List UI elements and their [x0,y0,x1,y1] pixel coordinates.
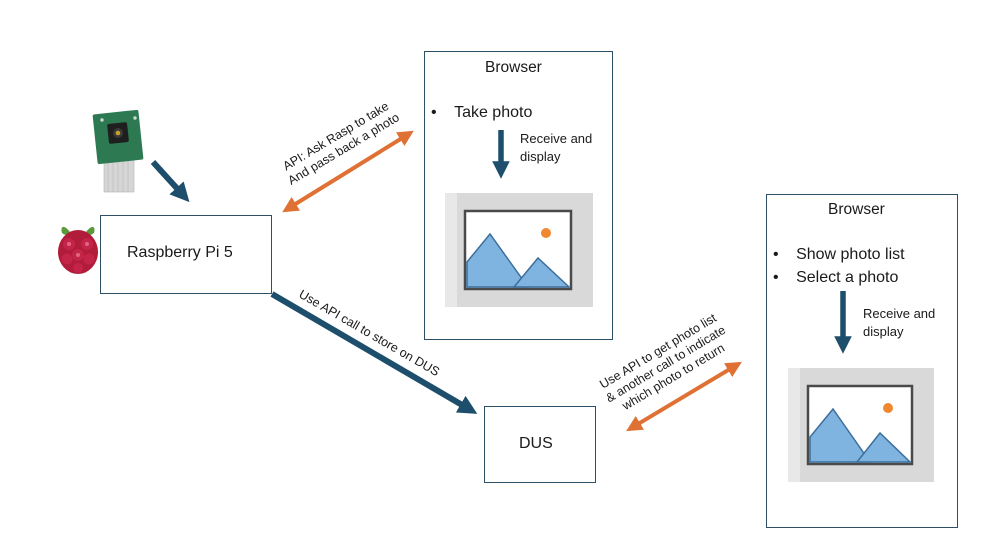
dus-node: DUS [484,406,596,483]
dus-label: DUS [519,435,553,452]
arrow-rpi-to-dus [270,291,478,414]
image-placeholder-icon [788,368,934,482]
image-placeholder-icon [445,193,593,307]
browser1-item-take-photo: • Take photo [431,104,533,121]
browser2-item-select-photo: • Select a photo [773,269,899,286]
arrow-rpi-browser [282,130,414,213]
raspberry-pi-node: Raspberry Pi 5 [100,215,272,294]
raspberry-icon [58,226,98,274]
browser-title-2: Browser [828,201,885,218]
browser-title-1: Browser [485,59,542,76]
browser2-caption: Receive and display [863,306,936,339]
browser-panel-1 [424,51,613,340]
browser2-item-show-list: • Show photo list [773,246,905,263]
camera-module-icon [92,109,144,193]
raspberry-pi-label: Raspberry Pi 5 [127,244,233,261]
browser1-item-label: Take photo [454,104,533,121]
arrow-dus-browser [626,361,742,432]
arrow-camera-to-rpi [150,159,190,203]
browser1-caption: Receive and display [520,131,593,164]
browser-panel-2 [766,194,958,528]
